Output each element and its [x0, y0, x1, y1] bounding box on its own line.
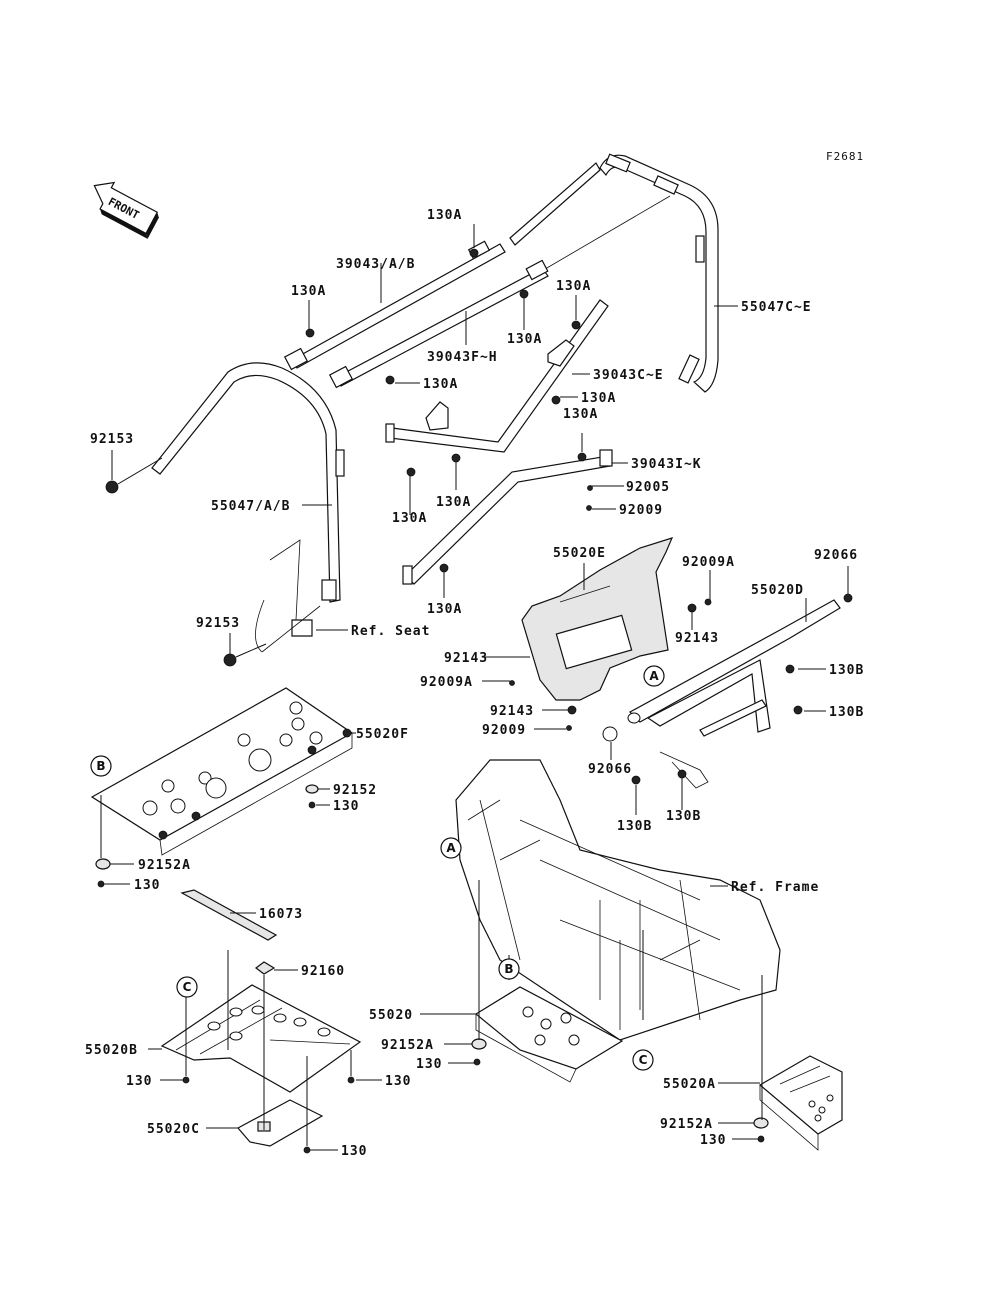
callout-130: 130 — [700, 1133, 726, 1148]
callout-55020c: 55020C — [147, 1122, 200, 1137]
callout-130a: 130A — [507, 332, 542, 347]
callout-92143: 92143 — [444, 651, 488, 666]
callout-92143: 92143 — [675, 631, 719, 646]
label-sticker-16073 — [180, 889, 278, 941]
callout-92066: 92066 — [588, 762, 632, 777]
skid-plate-55020b — [160, 984, 362, 1093]
callout-130: 130 — [416, 1057, 442, 1072]
svg-text:A: A — [446, 841, 456, 855]
callout-130b: 130B — [666, 809, 701, 824]
svg-text:B: B — [96, 759, 105, 773]
callout-130: 130 — [341, 1144, 367, 1159]
callout-92152: 92152 — [333, 783, 377, 798]
callout-55020a: 55020A — [663, 1077, 716, 1092]
callout-92152a: 92152A — [381, 1038, 434, 1053]
callout-92009: 92009 — [482, 723, 526, 738]
callout-130a: 130A — [581, 391, 616, 406]
callout-92066: 92066 — [814, 548, 858, 563]
callout-130a: 130A — [427, 602, 462, 617]
callout-39043f-h: 39043F~H — [427, 350, 498, 365]
mid-brace-lower — [402, 449, 613, 585]
callout-39043-a-b: 39043/A/B — [336, 257, 415, 272]
callout-130: 130 — [126, 1074, 152, 1089]
callout-130a: 130A — [423, 377, 458, 392]
roof-bar-left — [283, 240, 506, 371]
ref-marker-b-upper: B — [90, 755, 112, 777]
callout-130b: 130B — [829, 663, 864, 678]
callout-92009a: 92009A — [420, 675, 473, 690]
dash-frame — [627, 599, 841, 789]
callout-ref-seat: Ref. Seat — [351, 624, 430, 639]
callout-92152a: 92152A — [660, 1117, 713, 1132]
ref-marker-a-lower: A — [440, 837, 462, 859]
callout-55020e: 55020E — [553, 546, 606, 561]
mid-brace-upper — [385, 299, 609, 453]
grommet-92160 — [255, 961, 276, 975]
callout-55047c-e: 55047C~E — [741, 300, 812, 315]
front-roll-bar — [151, 362, 345, 653]
callout-130a: 130A — [392, 511, 427, 526]
callout-16073: 16073 — [259, 907, 303, 922]
callout-130b: 130B — [829, 705, 864, 720]
svg-text:C: C — [639, 1053, 648, 1067]
svg-text:A: A — [649, 669, 659, 683]
svg-text:C: C — [183, 980, 192, 994]
ref-marker-b-lower: B — [498, 958, 520, 980]
callout-55020: 55020 — [369, 1008, 413, 1023]
leader-lines — [100, 224, 849, 1151]
dash-panel — [521, 537, 674, 701]
callout-130a: 130A — [436, 495, 471, 510]
callout-39043c-e: 39043C~E — [593, 368, 664, 383]
callout-130a: 130A — [556, 279, 591, 294]
callout-130: 130 — [385, 1074, 411, 1089]
main-frame-reference — [455, 759, 781, 1041]
skid-plate-55020c — [237, 1099, 324, 1147]
skid-plate-55020 — [474, 986, 624, 1083]
roof-bar-right — [328, 259, 549, 389]
ref-marker-c-lower: C — [632, 1049, 654, 1071]
callout-55020d: 55020D — [751, 583, 804, 598]
callout-55020b: 55020B — [85, 1043, 138, 1058]
rear-roll-bar — [509, 153, 719, 393]
floor-plate-55020f — [90, 687, 354, 856]
callout-92153: 92153 — [196, 616, 240, 631]
front-direction-arrow-icon: FRONT — [93, 181, 159, 239]
callout-92009a: 92009A — [682, 555, 735, 570]
ref-marker-a-upper: A — [643, 665, 665, 687]
callout-92153: 92153 — [90, 432, 134, 447]
callout-92143: 92143 — [490, 704, 534, 719]
bolts-130a — [305, 248, 587, 573]
callout-130a: 130A — [291, 284, 326, 299]
callout-55047-a-b: 55047/A/B — [211, 499, 290, 514]
bolts-92153 — [105, 457, 267, 667]
callout-92152a: 92152A — [138, 858, 191, 873]
callout-92009: 92009 — [619, 503, 663, 518]
svg-text:B: B — [504, 962, 513, 976]
figure-id: F2681 — [826, 150, 864, 163]
callout-130: 130 — [134, 878, 160, 893]
callout-130b: 130B — [617, 819, 652, 834]
callout-55020f: 55020F — [356, 727, 409, 742]
ref-marker-c-upper: C — [176, 976, 198, 998]
callout-92160: 92160 — [301, 964, 345, 979]
callout-39043i-k: 39043I~K — [631, 457, 702, 472]
callout-92005: 92005 — [626, 480, 670, 495]
skid-plate-55020a — [758, 1055, 843, 1151]
callout-130a: 130A — [563, 407, 598, 422]
callout-130: 130 — [333, 799, 359, 814]
callout-ref-frame: Ref. Frame — [731, 880, 819, 895]
callout-130a: 130A — [427, 208, 462, 223]
